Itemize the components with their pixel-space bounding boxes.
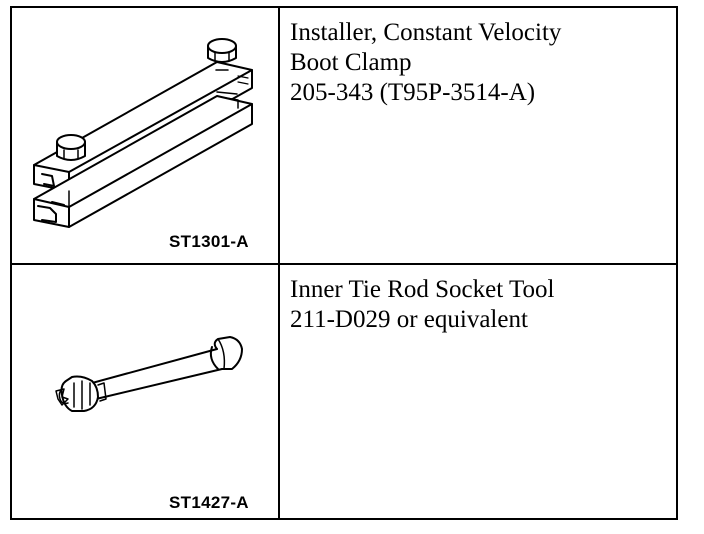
inner-tie-rod-socket-icon (55, 336, 243, 412)
illustration-cell: ST1427-A (12, 265, 280, 518)
special-tools-table: ST1301-A Installer, Constant Velocity Bo… (10, 6, 678, 520)
tool-row-boot-clamp-installer: ST1301-A Installer, Constant Velocity Bo… (12, 8, 676, 265)
tool-number-line: 211-D029 or equivalent (290, 306, 528, 333)
tool-name-line: Installer, Constant Velocity (290, 19, 562, 46)
tool-name-line: Inner Tie Rod Socket Tool (290, 276, 555, 303)
description-cell: Installer, Constant Velocity Boot Clamp … (280, 8, 676, 263)
boot-clamp-installer-icon (33, 38, 253, 228)
tool-number-line: 205-343 (T95P-3514-A) (290, 79, 536, 106)
illustration-code: ST1427-A (169, 493, 249, 512)
tool-row-inner-tie-rod-socket: ST1427-A Inner Tie Rod Socket Tool 211-D… (12, 265, 676, 518)
illustration-code: ST1301-A (169, 232, 249, 251)
tool-name-line: Boot Clamp (290, 49, 412, 76)
illustration-cell: ST1301-A (12, 8, 280, 263)
description-cell: Inner Tie Rod Socket Tool 211-D029 or eq… (280, 265, 676, 518)
